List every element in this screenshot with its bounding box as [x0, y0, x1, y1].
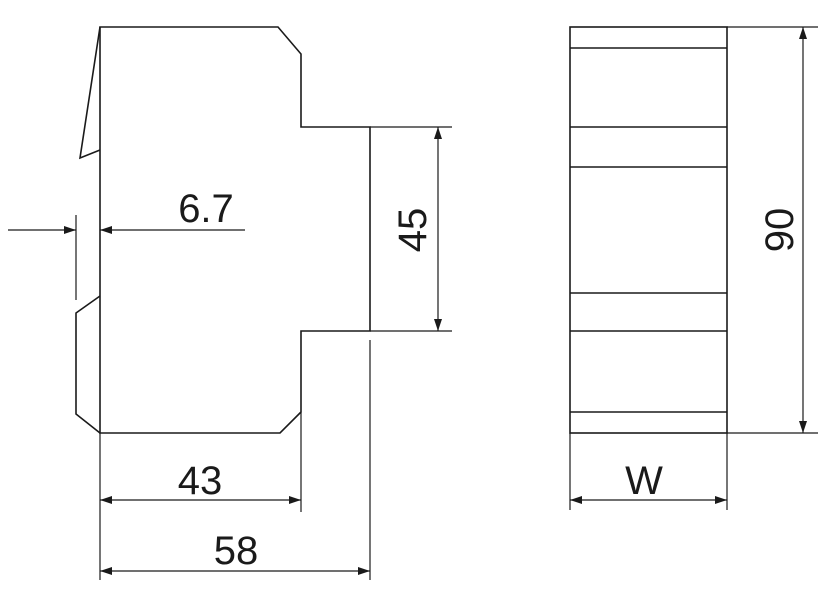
front-view-outline	[569, 26, 728, 434]
dimension-terminal-height: 45	[370, 126, 452, 332]
dimension-module-width: W	[569, 433, 728, 510]
front-view	[569, 26, 728, 434]
dimension-label-module-width: W	[625, 459, 663, 503]
dimension-label-terminal-height: 45	[391, 208, 435, 253]
dimension-front-width: 43	[99, 412, 302, 580]
dimension-label-offset: 6.7	[178, 187, 234, 231]
dimension-offset: 6.7	[8, 187, 245, 300]
din-clip-upper	[78, 26, 101, 160]
dimension-label-overall-height: 90	[758, 208, 802, 253]
dimension-label-overall-depth: 58	[214, 529, 259, 573]
dimension-overall-height: 90	[727, 26, 818, 434]
dimension-overall-depth: 58	[100, 340, 371, 580]
din-clip-lower	[75, 295, 101, 434]
dimension-label-front-width: 43	[178, 459, 223, 503]
